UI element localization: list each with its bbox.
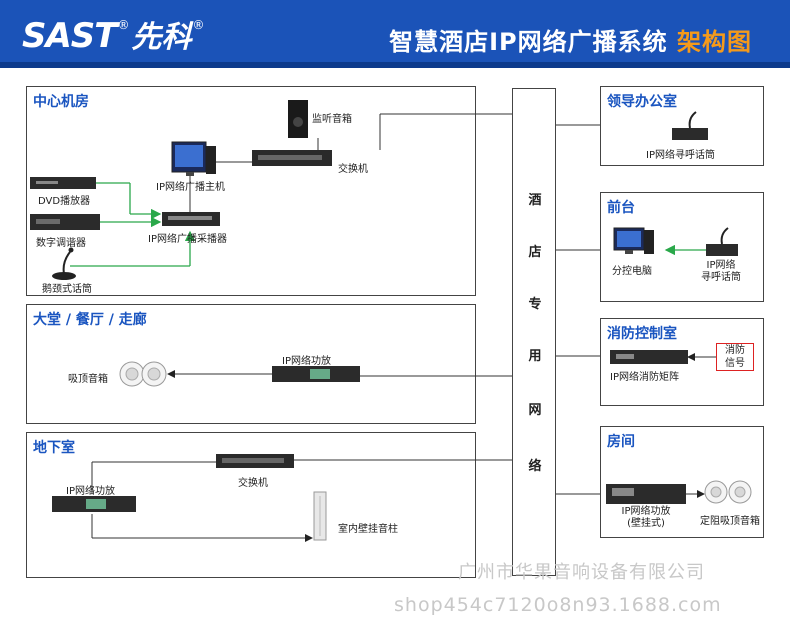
label-room-amplifier-line1: IP网络功放 (621, 506, 671, 517)
label-lobby-amplifier: IP网络功放 (282, 356, 331, 367)
ip-host-icon (171, 141, 216, 176)
lobby-amplifier-icon (272, 366, 360, 382)
label-front-desk-paging-mic-line1: IP网络 (706, 260, 736, 271)
watermark-shop: shop454c7120o8n93.1688.com (394, 594, 722, 616)
title-highlight: 架构图 (677, 28, 752, 56)
logo-chinese: 先科 (131, 20, 192, 55)
label-office-paging-mic: IP网络寻呼话筒 (646, 150, 715, 161)
network-char-3: 专 (528, 297, 542, 312)
ceiling-speaker-icon (119, 361, 167, 387)
label-collector: IP网络广播采播器 (148, 234, 227, 245)
network-char-5: 网 (528, 403, 542, 418)
header-stripe (0, 62, 790, 68)
section-title-machine-room: 中心机房 (33, 94, 89, 110)
label-dvd: DVD播放器 (38, 196, 91, 207)
section-title-office: 领导办公室 (607, 94, 677, 110)
column-speaker-icon (313, 491, 327, 541)
section-title-lobby: 大堂 / 餐厅 / 走廊 (33, 312, 147, 328)
label-switch: 交换机 (338, 164, 368, 175)
label-monitor-speaker: 监听音箱 (312, 114, 352, 125)
title-main: 智慧酒店IP网络广播系统 (389, 28, 677, 56)
label-room-amplifier: IP网络功放 (壁挂式) (606, 506, 686, 530)
hotel-network-bar: 酒 店 专 用 网 络 (512, 88, 556, 576)
collector-icon (162, 212, 220, 226)
gooseneck-mic-icon (52, 247, 76, 280)
label-fire-matrix: IP网络消防矩阵 (610, 372, 679, 383)
logo-registered-mark-2: ® (192, 18, 205, 32)
label-gooseneck-mic: 鹅颈式话筒 (42, 284, 92, 295)
monitor-speaker-icon (288, 100, 308, 138)
header-banner: SAST ® 先科 ® 智慧酒店IP网络广播系统 架构图 (0, 0, 790, 68)
front-desk-paging-mic-icon (706, 227, 738, 256)
watermark-company: 广州市华果音响设备有限公司 (458, 562, 705, 583)
section-title-front-desk: 前台 (607, 200, 635, 216)
fire-signal-line2: 信号 (725, 358, 745, 369)
sast-logo: SAST ® 先科 ® (22, 12, 206, 56)
label-front-desk-paging-mic-line2: 寻呼话筒 (701, 272, 741, 283)
label-room-amplifier-line2: (壁挂式) (627, 518, 665, 529)
label-front-desk-paging-mic: IP网络 寻呼话筒 (696, 260, 746, 284)
room-ceiling-speaker-icon (704, 480, 752, 504)
label-lobby-ceiling-speaker: 吸顶音箱 (68, 374, 108, 385)
fire-signal-line1: 消防 (725, 345, 745, 356)
section-lobby: 大堂 / 餐厅 / 走廊 (26, 304, 476, 424)
office-paging-mic-icon (672, 111, 708, 140)
label-front-desk-pc: 分控电脑 (612, 266, 652, 277)
switch-icon (252, 150, 332, 166)
logo-registered-mark: ® (117, 18, 130, 32)
dvd-player-icon (30, 177, 96, 189)
label-basement-switch: 交换机 (238, 478, 268, 489)
fire-matrix-icon (610, 350, 688, 364)
label-basement-amplifier: IP网络功放 (66, 486, 115, 497)
fire-signal-box: 消防 信号 (716, 343, 754, 371)
section-office: 领导办公室 (600, 86, 764, 166)
tuner-icon (30, 214, 100, 230)
label-column-speaker: 室内壁挂音柱 (338, 524, 398, 535)
basement-switch-icon (216, 454, 294, 468)
front-desk-pc-icon (613, 227, 654, 254)
network-char-2: 店 (528, 245, 542, 260)
section-title-room: 房间 (607, 434, 635, 450)
network-char-6: 络 (528, 459, 542, 474)
label-ip-host: IP网络广播主机 (156, 182, 225, 193)
page-title: 智慧酒店IP网络广播系统 架构图 (389, 22, 752, 57)
label-tuner: 数字调谐器 (36, 238, 86, 249)
network-char-4: 用 (528, 349, 542, 364)
network-char-1: 酒 (528, 193, 542, 208)
section-title-fire-control: 消防控制室 (607, 326, 677, 342)
logo-text: SAST (22, 16, 117, 56)
basement-amplifier-icon (52, 496, 136, 512)
label-room-ceiling-speaker: 定阻吸顶音箱 (700, 516, 760, 527)
room-amplifier-icon (606, 484, 686, 504)
section-machine-room: 中心机房 (26, 86, 476, 296)
section-title-basement: 地下室 (33, 440, 75, 456)
